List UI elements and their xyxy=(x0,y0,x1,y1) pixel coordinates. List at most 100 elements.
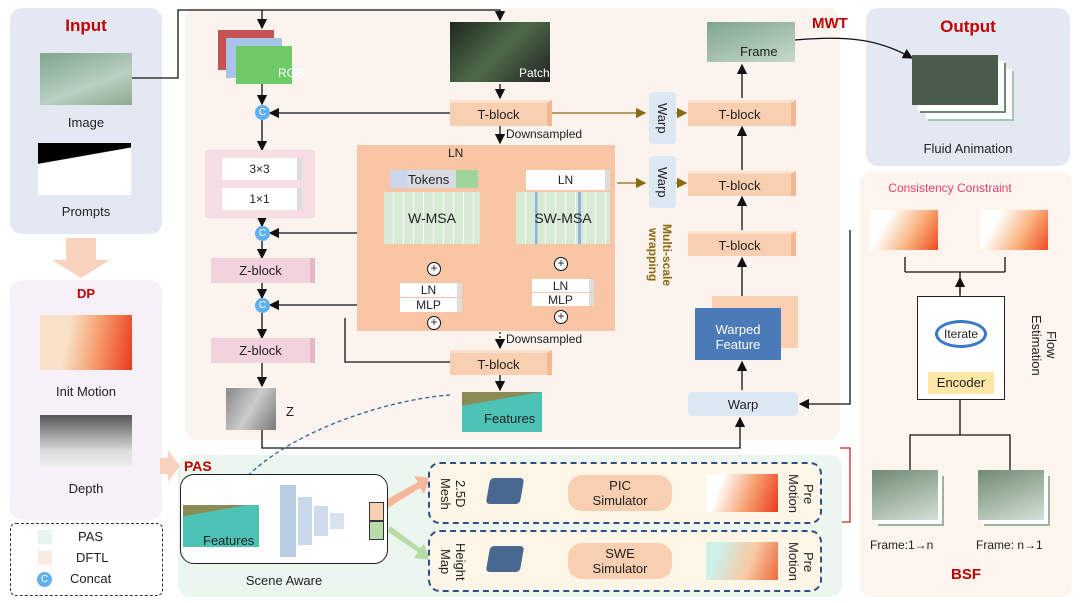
output-label: Fluid Animation xyxy=(923,141,1013,156)
scene-aware-label: Scene Aware xyxy=(245,573,323,588)
swe-motion-map xyxy=(706,542,778,580)
add-icon: + xyxy=(427,262,441,276)
sw-msa-label: SW-MSA xyxy=(534,210,592,226)
concat-icon: C xyxy=(255,105,270,120)
mesh-shape xyxy=(485,478,525,504)
t-block-r3: T-block xyxy=(688,231,796,256)
init-motion-label: Init Motion xyxy=(56,384,116,399)
downsampled-label-2: Downsampled xyxy=(506,332,583,346)
prompts-image xyxy=(38,143,131,195)
pic-simulator: PIC Simulator xyxy=(568,475,672,511)
frame-forward-label: Frame:1→n xyxy=(870,538,934,552)
encoder-block: Encoder xyxy=(928,372,994,394)
iterate-icon: Iterate xyxy=(935,320,987,348)
concat-icon: C xyxy=(37,572,52,587)
warp-box-2: Warp xyxy=(649,156,676,208)
tokens-bar xyxy=(390,170,478,188)
flow-map-2 xyxy=(980,210,1048,250)
pre-motion-label-2: Pre Motion xyxy=(786,542,816,582)
concat-icon: C xyxy=(255,226,270,241)
bsf-title: BSF xyxy=(951,566,981,583)
rgb-label: RGB xyxy=(278,66,305,80)
init-motion-image xyxy=(40,315,132,370)
legend-swatch-pas xyxy=(38,530,52,544)
warp-box-3: Warp xyxy=(688,392,798,416)
encoder-pyramid xyxy=(298,497,312,545)
legend-dftl: DFTL xyxy=(76,550,109,565)
add-icon: + xyxy=(554,310,568,324)
height-map-shape xyxy=(485,546,525,572)
mwt-title: MWT xyxy=(812,15,848,32)
legend-concat: Concat xyxy=(70,571,112,586)
output-title: Output xyxy=(940,17,996,36)
t-block-r1: T-block xyxy=(688,100,796,126)
mesh-label: 2.5D Mesh xyxy=(438,478,468,510)
pas-title: PAS xyxy=(184,458,212,474)
warped-feature: Warped Feature xyxy=(695,308,781,360)
z-block-1: Z-block xyxy=(211,258,315,283)
legend-swatch-dftl xyxy=(38,551,52,565)
frame-label: Frame xyxy=(740,44,778,59)
sw-msa-grid xyxy=(516,192,610,244)
output-frames xyxy=(912,55,998,105)
ln-sw-block: LN xyxy=(526,170,610,190)
conv-1x1: 1×1 xyxy=(222,188,302,210)
warp-box-1: Warp xyxy=(649,92,676,144)
ln-sw-small: LN xyxy=(532,279,594,293)
t-block-r2: T-block xyxy=(688,171,796,196)
frame-image xyxy=(707,22,795,62)
output-head-top xyxy=(369,502,384,521)
height-map-label: Height Map xyxy=(438,543,468,581)
iterate-label: Iterate xyxy=(943,327,979,341)
input-image xyxy=(40,53,132,105)
warped-feature-label: Warped Feature xyxy=(715,322,761,352)
frames-backward xyxy=(978,470,1044,520)
mlp-sw-block: MLP xyxy=(532,293,594,307)
pic-motion-map xyxy=(706,474,778,512)
legend-pas: PAS xyxy=(78,529,104,544)
legend xyxy=(10,523,163,596)
depth-label: Depth xyxy=(68,481,104,496)
add-icon: + xyxy=(427,316,441,330)
output-head-bottom xyxy=(369,521,384,540)
w-msa-grid xyxy=(384,192,480,244)
input-title: Input xyxy=(65,16,107,35)
mlp-w-block: MLP xyxy=(400,298,462,312)
rgb-layer xyxy=(236,46,292,84)
ln-w-block: LN xyxy=(400,283,462,297)
pas-features-image xyxy=(183,505,259,547)
swe-simulator: SWE Simulator xyxy=(568,543,672,579)
z-block-2: Z-block xyxy=(211,338,315,363)
prompts-label: Prompts xyxy=(61,204,111,219)
features-image xyxy=(462,392,542,432)
patch-label: Patch xyxy=(519,66,550,80)
encoder-pyramid xyxy=(314,506,328,536)
t-block-top: T-block xyxy=(450,100,552,126)
encoder-pyramid xyxy=(280,485,296,557)
image-label: Image xyxy=(67,115,105,130)
z-label: Z xyxy=(286,404,294,419)
frame-backward-label: Frame: n→1 xyxy=(976,538,1043,552)
multiscale-label: Multi-scale wrapping xyxy=(646,223,674,286)
tokens-label: Tokens xyxy=(408,172,450,187)
features-label: Features xyxy=(484,411,536,426)
frames-forward xyxy=(872,470,938,520)
flow-estimation-label: Flow Estimation xyxy=(1029,314,1059,376)
concat-icon: C xyxy=(255,298,270,313)
flow-map-1 xyxy=(870,210,938,250)
w-msa-label: W-MSA xyxy=(408,210,456,226)
patch-image xyxy=(450,22,550,82)
consistency-label: Consistency Constraint xyxy=(888,181,1012,195)
t-block-bottom: T-block xyxy=(450,350,552,375)
add-icon: + xyxy=(554,257,568,271)
ln-top-label: LN xyxy=(448,146,464,160)
input-panel xyxy=(10,8,162,234)
pre-motion-label-1: Pre Motion xyxy=(786,474,816,514)
downsampled-label-1: Downsampled xyxy=(506,127,583,141)
z-image xyxy=(226,388,276,430)
pas-features-label: Features xyxy=(203,533,255,548)
depth-image xyxy=(40,415,132,467)
dp-title: DP xyxy=(76,286,96,301)
conv-3x3: 3×3 xyxy=(222,158,302,180)
